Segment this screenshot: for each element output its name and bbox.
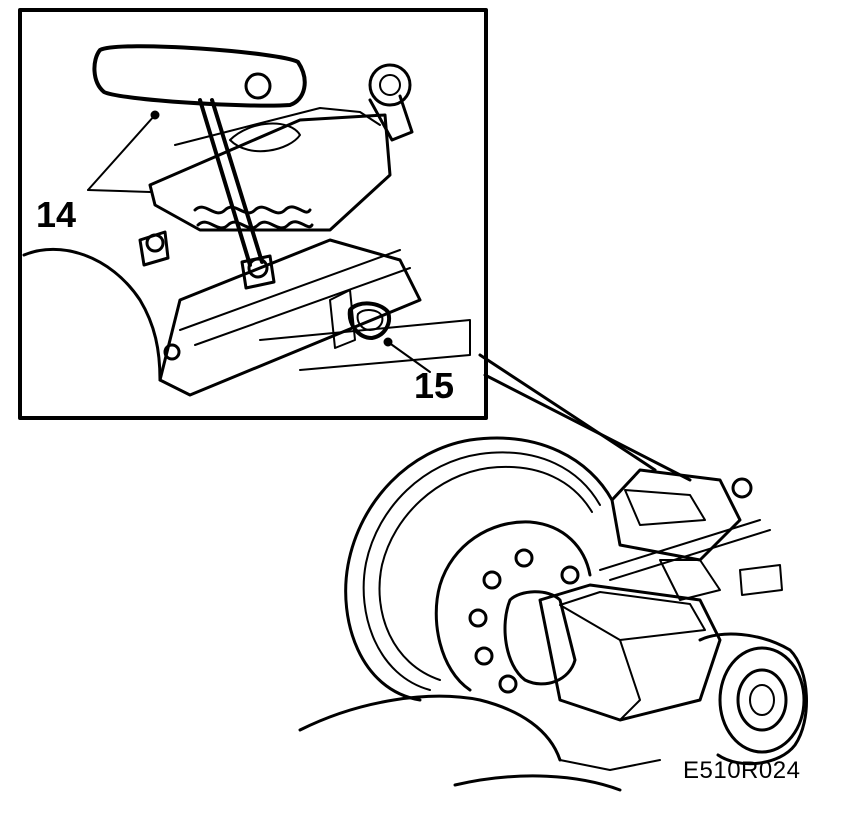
inset-clip-15 xyxy=(347,301,391,340)
inset-bracket-rail xyxy=(179,249,411,346)
inset-bleeder xyxy=(368,63,412,107)
inset-caliper-lug xyxy=(229,122,301,153)
t-handle-shaft xyxy=(198,98,264,267)
lower-contour-2 xyxy=(559,759,661,771)
inset-slide-rail xyxy=(259,319,471,371)
callout-14: 14 xyxy=(36,194,77,235)
leader-line xyxy=(483,373,692,482)
wheel-stud xyxy=(514,548,534,568)
t-handle-hole xyxy=(244,72,272,100)
inset-spring-2 xyxy=(196,220,314,230)
leader-14b xyxy=(87,189,151,193)
wheel-stud xyxy=(468,608,488,628)
mount-block xyxy=(739,564,783,596)
caliper-small xyxy=(610,468,742,562)
leader-14 xyxy=(87,114,156,191)
inset-bleeder-inner xyxy=(379,74,401,96)
wheel-stud xyxy=(498,674,518,694)
inset-spring xyxy=(193,205,312,215)
callout-15: 15 xyxy=(414,365,455,406)
caliper-rail xyxy=(599,519,771,581)
wheel-stud xyxy=(482,570,502,590)
brake-disc-rim-1 xyxy=(362,451,601,691)
figure-code: E510R024 xyxy=(683,757,801,784)
inset-caliper-housing xyxy=(148,113,392,232)
wheel-arch xyxy=(298,694,562,762)
inset-bolt-head xyxy=(145,233,165,253)
inset-bolt-lower-head xyxy=(247,257,269,279)
axle-housing-side xyxy=(619,639,641,721)
brake-disc-rim-2 xyxy=(378,466,593,681)
brake-disc xyxy=(344,436,614,702)
leader-14-dot xyxy=(150,110,160,120)
caliper-small-bleeder xyxy=(731,477,753,499)
drive-flange-inner xyxy=(736,668,788,732)
lower-contour xyxy=(453,774,622,792)
inset-bleeder-body xyxy=(368,94,414,142)
main-assembly-view xyxy=(298,436,808,792)
inset-bolt-bottom xyxy=(163,343,181,361)
inset-disc-edge xyxy=(22,247,162,382)
drive-flange-bore xyxy=(749,684,775,716)
hub-flange xyxy=(434,520,592,692)
inset-bolt xyxy=(138,230,170,267)
leader-15-dot xyxy=(383,337,393,347)
drive-flange xyxy=(698,632,808,766)
inset-detail xyxy=(22,44,471,397)
caliper-bracket xyxy=(659,559,721,601)
wheel-stud xyxy=(560,565,580,585)
leader-15 xyxy=(387,341,431,373)
inset-clip-15-inner xyxy=(356,309,384,331)
wheel-stud xyxy=(474,646,494,666)
t-handle-grip xyxy=(92,44,307,108)
axle-housing-top xyxy=(559,591,706,641)
inset-frame xyxy=(18,8,488,420)
inset-pad-slot xyxy=(329,289,356,349)
leader-line xyxy=(478,353,657,472)
drive-flange-ring xyxy=(718,646,806,754)
axle-housing xyxy=(538,583,722,722)
caliper-small-detail xyxy=(624,489,706,526)
inset-bracket xyxy=(158,238,422,397)
hub-centre xyxy=(503,590,577,686)
inset-caliper-top xyxy=(174,107,381,146)
